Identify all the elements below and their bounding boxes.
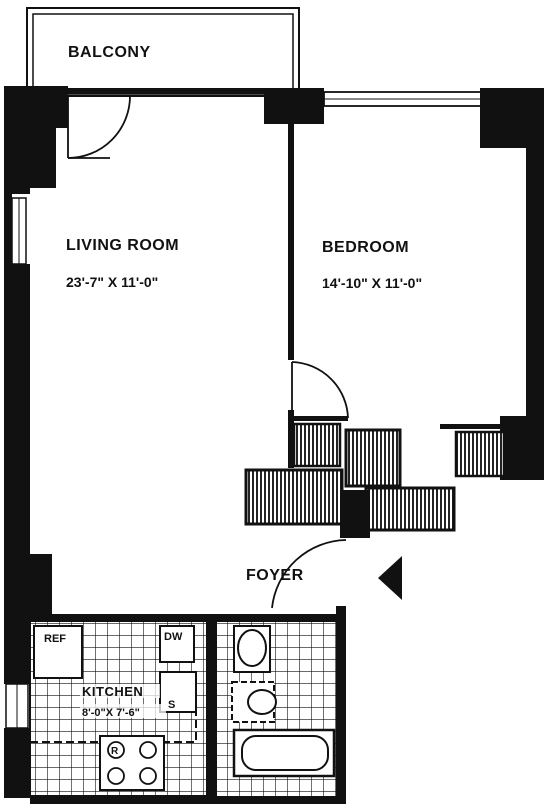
kitchen: REF DW S R KITCHEN 8'-0"X 7'-6": [29, 614, 216, 800]
dishwasher-label: DW: [164, 631, 183, 643]
kitchen-label: KITCHEN: [82, 684, 143, 699]
range-label: R: [111, 746, 119, 757]
bathroom: [212, 606, 346, 800]
living-room-dimensions: 23'-7" X 11'-0": [66, 274, 158, 290]
refrigerator-label: REF: [44, 633, 66, 645]
closets: [244, 422, 506, 538]
balcony-label: BALCONY: [68, 44, 151, 61]
bedroom-label: BEDROOM: [322, 239, 409, 256]
sink-label: S: [168, 699, 175, 711]
door-swings: [67, 95, 349, 683]
foyer-label: FOYER: [246, 567, 304, 584]
living-room-label: LIVING ROOM: [66, 237, 179, 254]
balcony: BALCONY: [26, 7, 300, 97]
bottom-wall: [30, 796, 346, 804]
entry-arrow-icon: [378, 556, 402, 600]
bedroom-dimensions: 14'-10" X 11'-0": [322, 275, 422, 291]
kitchen-dimensions: 8'-0"X 7'-6": [82, 707, 140, 719]
interior-walls: [288, 120, 506, 468]
exterior-walls: [4, 86, 544, 798]
